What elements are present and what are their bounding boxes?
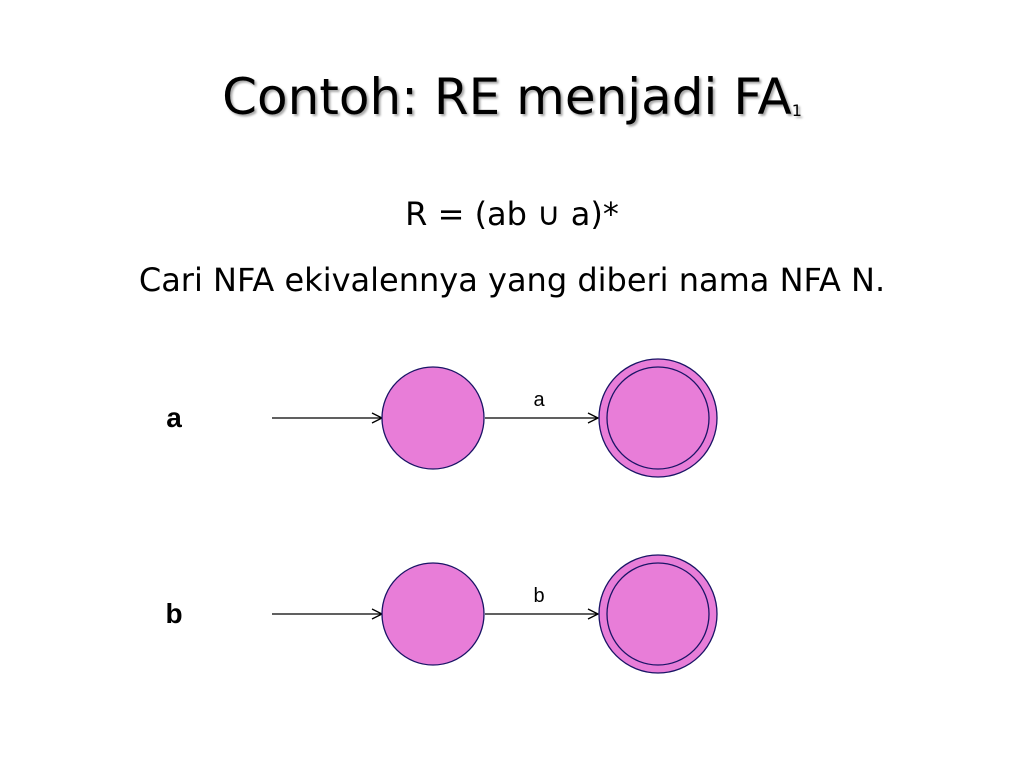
slide-title-text: Contoh: RE menjadi FA [222, 68, 792, 126]
slide-title-subscript: 1 [791, 101, 802, 120]
transition-label-a: a [533, 389, 545, 411]
start-state-a [381, 366, 485, 470]
slide-title: Contoh: RE menjadi FA1 [0, 62, 1024, 144]
task-description: Cari NFA ekivalennya yang diberi nama NF… [138, 261, 886, 299]
nfa-row-b: b b [165, 554, 718, 674]
start-state-b [381, 562, 485, 666]
nfa-row-a: a a [166, 358, 718, 478]
accept-state-inner-b [606, 562, 710, 666]
accept-state-inner-a [606, 366, 710, 470]
accept-state-outer-b [598, 554, 718, 674]
row-label-a: a [166, 402, 182, 433]
transition-label-b: b [533, 585, 544, 607]
row-label-b: b [165, 598, 182, 629]
accept-state-outer-a [598, 358, 718, 478]
regular-expression: R = (ab ∪ a)* [405, 195, 619, 233]
